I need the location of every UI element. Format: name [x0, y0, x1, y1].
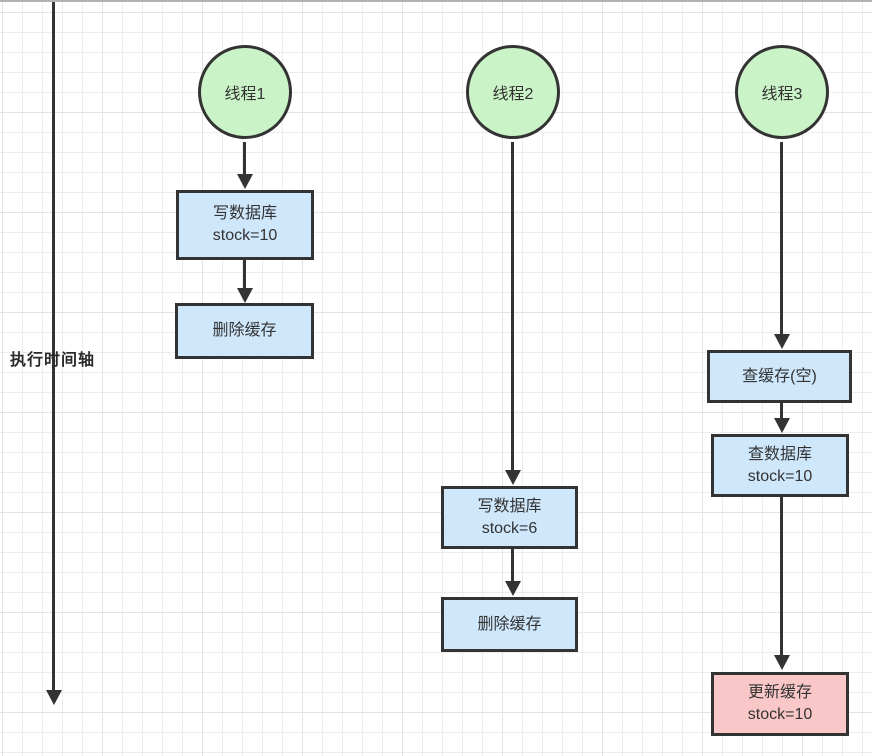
arrow-down-icon	[774, 655, 790, 670]
process-box-thread3-query-cache[interactable]: 查缓存(空)	[707, 350, 852, 403]
timeline-axis-label: 执行时间轴	[10, 352, 96, 369]
box-text-line1: 查缓存(空)	[742, 367, 817, 385]
canvas-top-edge	[0, 0, 872, 2]
thread2-circle[interactable]: 线程2	[466, 45, 560, 139]
box-text-line1: 删除缓存	[477, 615, 542, 633]
process-box-thread1-write-db[interactable]: 写数据库 stock=10	[176, 190, 314, 260]
arrow-down-icon	[774, 334, 790, 349]
box-text-line1: 更新缓存	[747, 684, 812, 701]
connector-write-db-to-delete-cache[interactable]	[243, 260, 246, 289]
arrow-down-icon	[46, 690, 62, 705]
arrow-down-icon	[774, 418, 790, 433]
connector-thread3-to-query-cache[interactable]	[780, 142, 783, 335]
timeline-axis-line[interactable]	[52, 2, 55, 690]
process-box-thread2-delete-cache[interactable]: 删除缓存	[441, 597, 578, 652]
arrow-down-icon	[237, 174, 253, 189]
connector-write-db-to-delete-cache[interactable]	[511, 549, 514, 582]
box-text-line2: stock=10	[747, 467, 813, 485]
thread2-label: 线程2	[492, 86, 534, 103]
process-box-thread3-query-db[interactable]: 查数据库 stock=10	[711, 434, 849, 497]
thread1-circle[interactable]: 线程1	[198, 45, 292, 139]
process-box-thread2-write-db[interactable]: 写数据库 stock=6	[441, 486, 578, 549]
thread3-circle[interactable]: 线程3	[735, 45, 829, 139]
box-text-line1: 查数据库	[747, 445, 812, 463]
arrow-down-icon	[237, 288, 253, 303]
connector-query-db-to-update-cache[interactable]	[780, 497, 783, 656]
thread1-label: 线程1	[224, 86, 266, 103]
box-text-line1: 写数据库	[477, 497, 542, 515]
box-text-line2: stock=10	[747, 706, 813, 723]
box-text-line2: stock=10	[212, 227, 278, 244]
arrow-down-icon	[505, 470, 521, 485]
connector-thread2-to-write-db[interactable]	[511, 142, 514, 471]
process-box-thread3-update-cache[interactable]: 更新缓存 stock=10	[711, 672, 849, 736]
box-text-line2: stock=6	[481, 519, 538, 537]
thread3-label: 线程3	[761, 86, 803, 103]
box-text-line1: 写数据库	[212, 205, 277, 222]
box-text-line1: 删除缓存	[212, 322, 277, 339]
process-box-thread1-delete-cache[interactable]: 删除缓存	[175, 303, 314, 359]
arrow-down-icon	[505, 581, 521, 596]
connector-query-cache-to-query-db[interactable]	[780, 403, 783, 419]
connector-thread1-to-write-db[interactable]	[243, 142, 246, 175]
